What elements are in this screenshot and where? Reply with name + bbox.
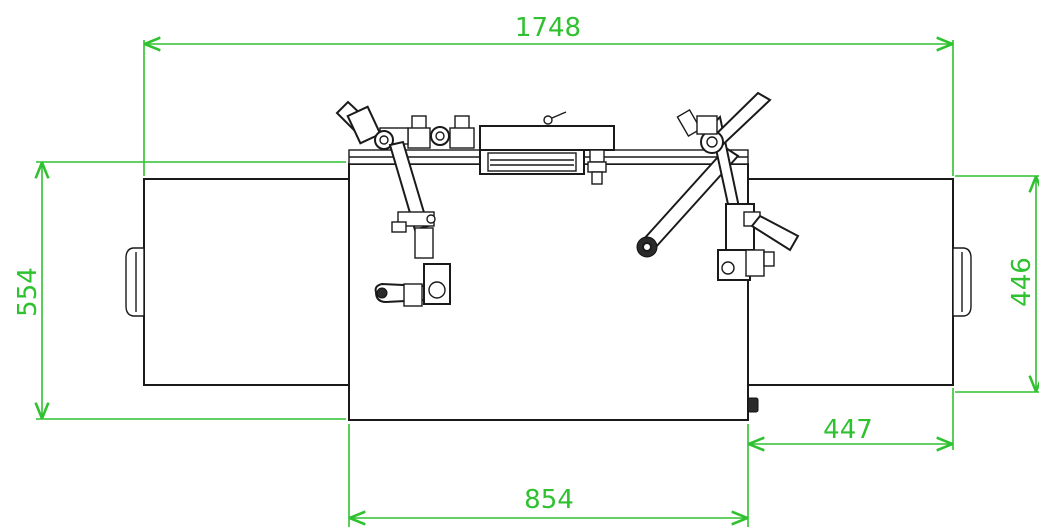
dimension-label-left-height: 554 [13, 267, 43, 317]
left-roller-end-cap [125, 247, 145, 317]
dimension-left-height [36, 161, 346, 420]
dimension-overall-width [143, 40, 954, 176]
control-box [479, 111, 615, 185]
left-arm [335, 100, 451, 307]
dimension-label-overall-width: 1748 [515, 13, 581, 43]
bottom-knob [747, 397, 759, 413]
dimension-right-height [955, 175, 1039, 393]
dimension-label-center-width: 854 [524, 485, 574, 515]
dimension-right-roller-width [750, 388, 954, 450]
left-roller [143, 178, 350, 386]
dimension-label-right-height: 446 [1007, 257, 1037, 307]
dimension-center-width [348, 424, 749, 527]
right-arm [636, 91, 800, 281]
machine-outline [125, 91, 972, 421]
right-roller [747, 178, 954, 386]
dimension-label-right-roller-width: 447 [823, 415, 873, 445]
